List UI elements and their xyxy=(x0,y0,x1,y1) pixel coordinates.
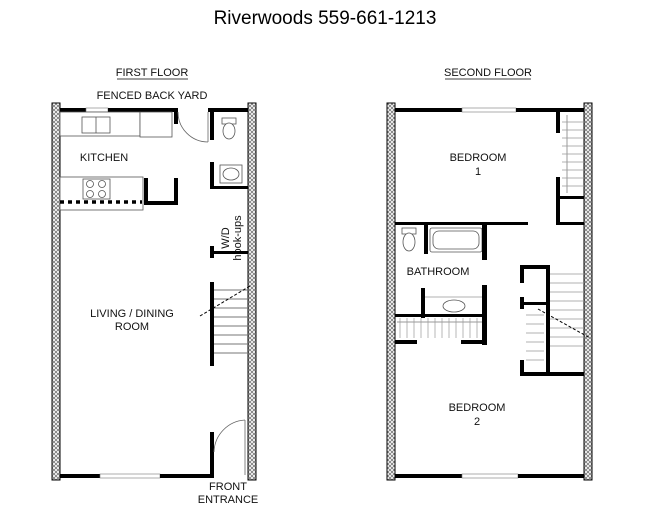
second-floor-heading: SECOND FLOOR xyxy=(444,67,532,79)
wd-hookups-label: hook-ups xyxy=(232,215,244,261)
window xyxy=(461,107,517,113)
sink-icon xyxy=(442,299,466,313)
bedroom1-closet xyxy=(556,112,584,225)
bedroom1-number: 1 xyxy=(475,166,481,178)
first-floor-heading: FIRST FLOOR xyxy=(116,67,189,79)
wd-label: W/D xyxy=(220,227,232,248)
toilet-icon xyxy=(222,122,236,140)
exterior-wall-left xyxy=(51,102,61,481)
bedroom2-number: 2 xyxy=(474,416,480,428)
living-room-label: ROOM xyxy=(115,321,149,333)
second-floor-plan: SECOND FLOOR BEDROOM 1 BATHROOM xyxy=(386,67,593,481)
kitchen-label: KITCHEN xyxy=(80,152,128,164)
bedroom1-label: BEDROOM xyxy=(450,152,507,164)
front-door-swing xyxy=(213,419,246,453)
exterior-wall-left xyxy=(386,102,396,481)
living-dining-label: LIVING / DINING xyxy=(90,308,174,320)
window xyxy=(461,473,519,479)
staircase xyxy=(520,265,591,376)
window xyxy=(99,473,161,479)
exterior-wall-right xyxy=(583,102,593,481)
hall-closet xyxy=(397,318,482,338)
bathroom-label: BATHROOM xyxy=(407,266,470,278)
bedroom2-label: BEDROOM xyxy=(449,402,506,414)
front-label: FRONT xyxy=(209,481,247,493)
page-title: Riverwoods 559-661-1213 xyxy=(214,8,437,29)
staircase xyxy=(199,282,251,366)
refrigerator xyxy=(139,111,173,138)
back-door-swing xyxy=(177,111,209,143)
first-floor-plan: FIRST FLOOR FENCED BACK YARD KITCHEN W/D… xyxy=(51,67,259,506)
entrance-label: ENTRANCE xyxy=(198,494,259,506)
pantry xyxy=(144,178,178,205)
exterior-wall-right xyxy=(247,102,257,481)
toilet-icon xyxy=(402,232,416,252)
back-yard-label: FENCED BACK YARD xyxy=(97,90,208,102)
window xyxy=(85,107,109,113)
